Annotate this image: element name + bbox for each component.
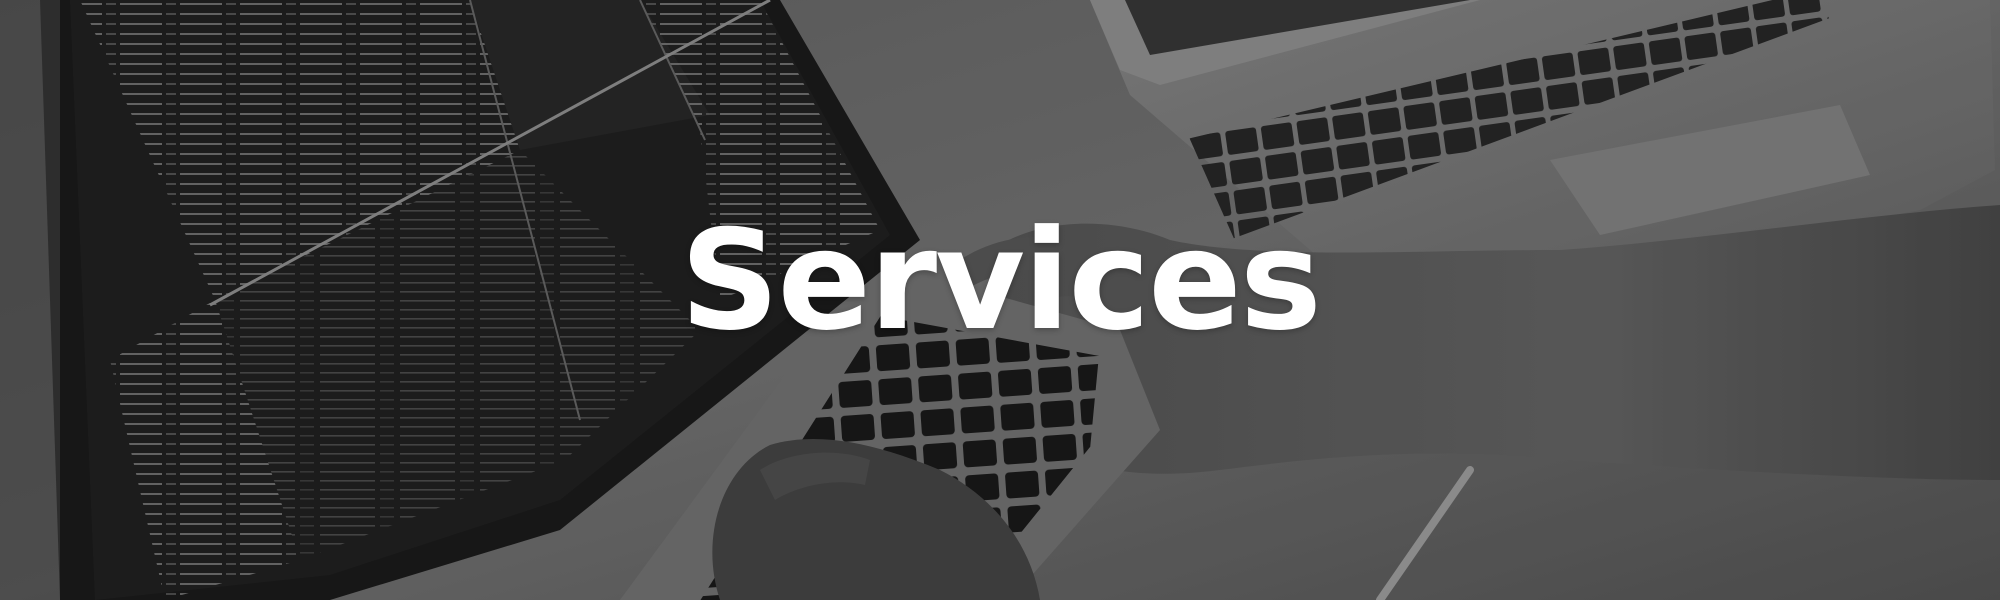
page-title: Services [680,200,1322,361]
